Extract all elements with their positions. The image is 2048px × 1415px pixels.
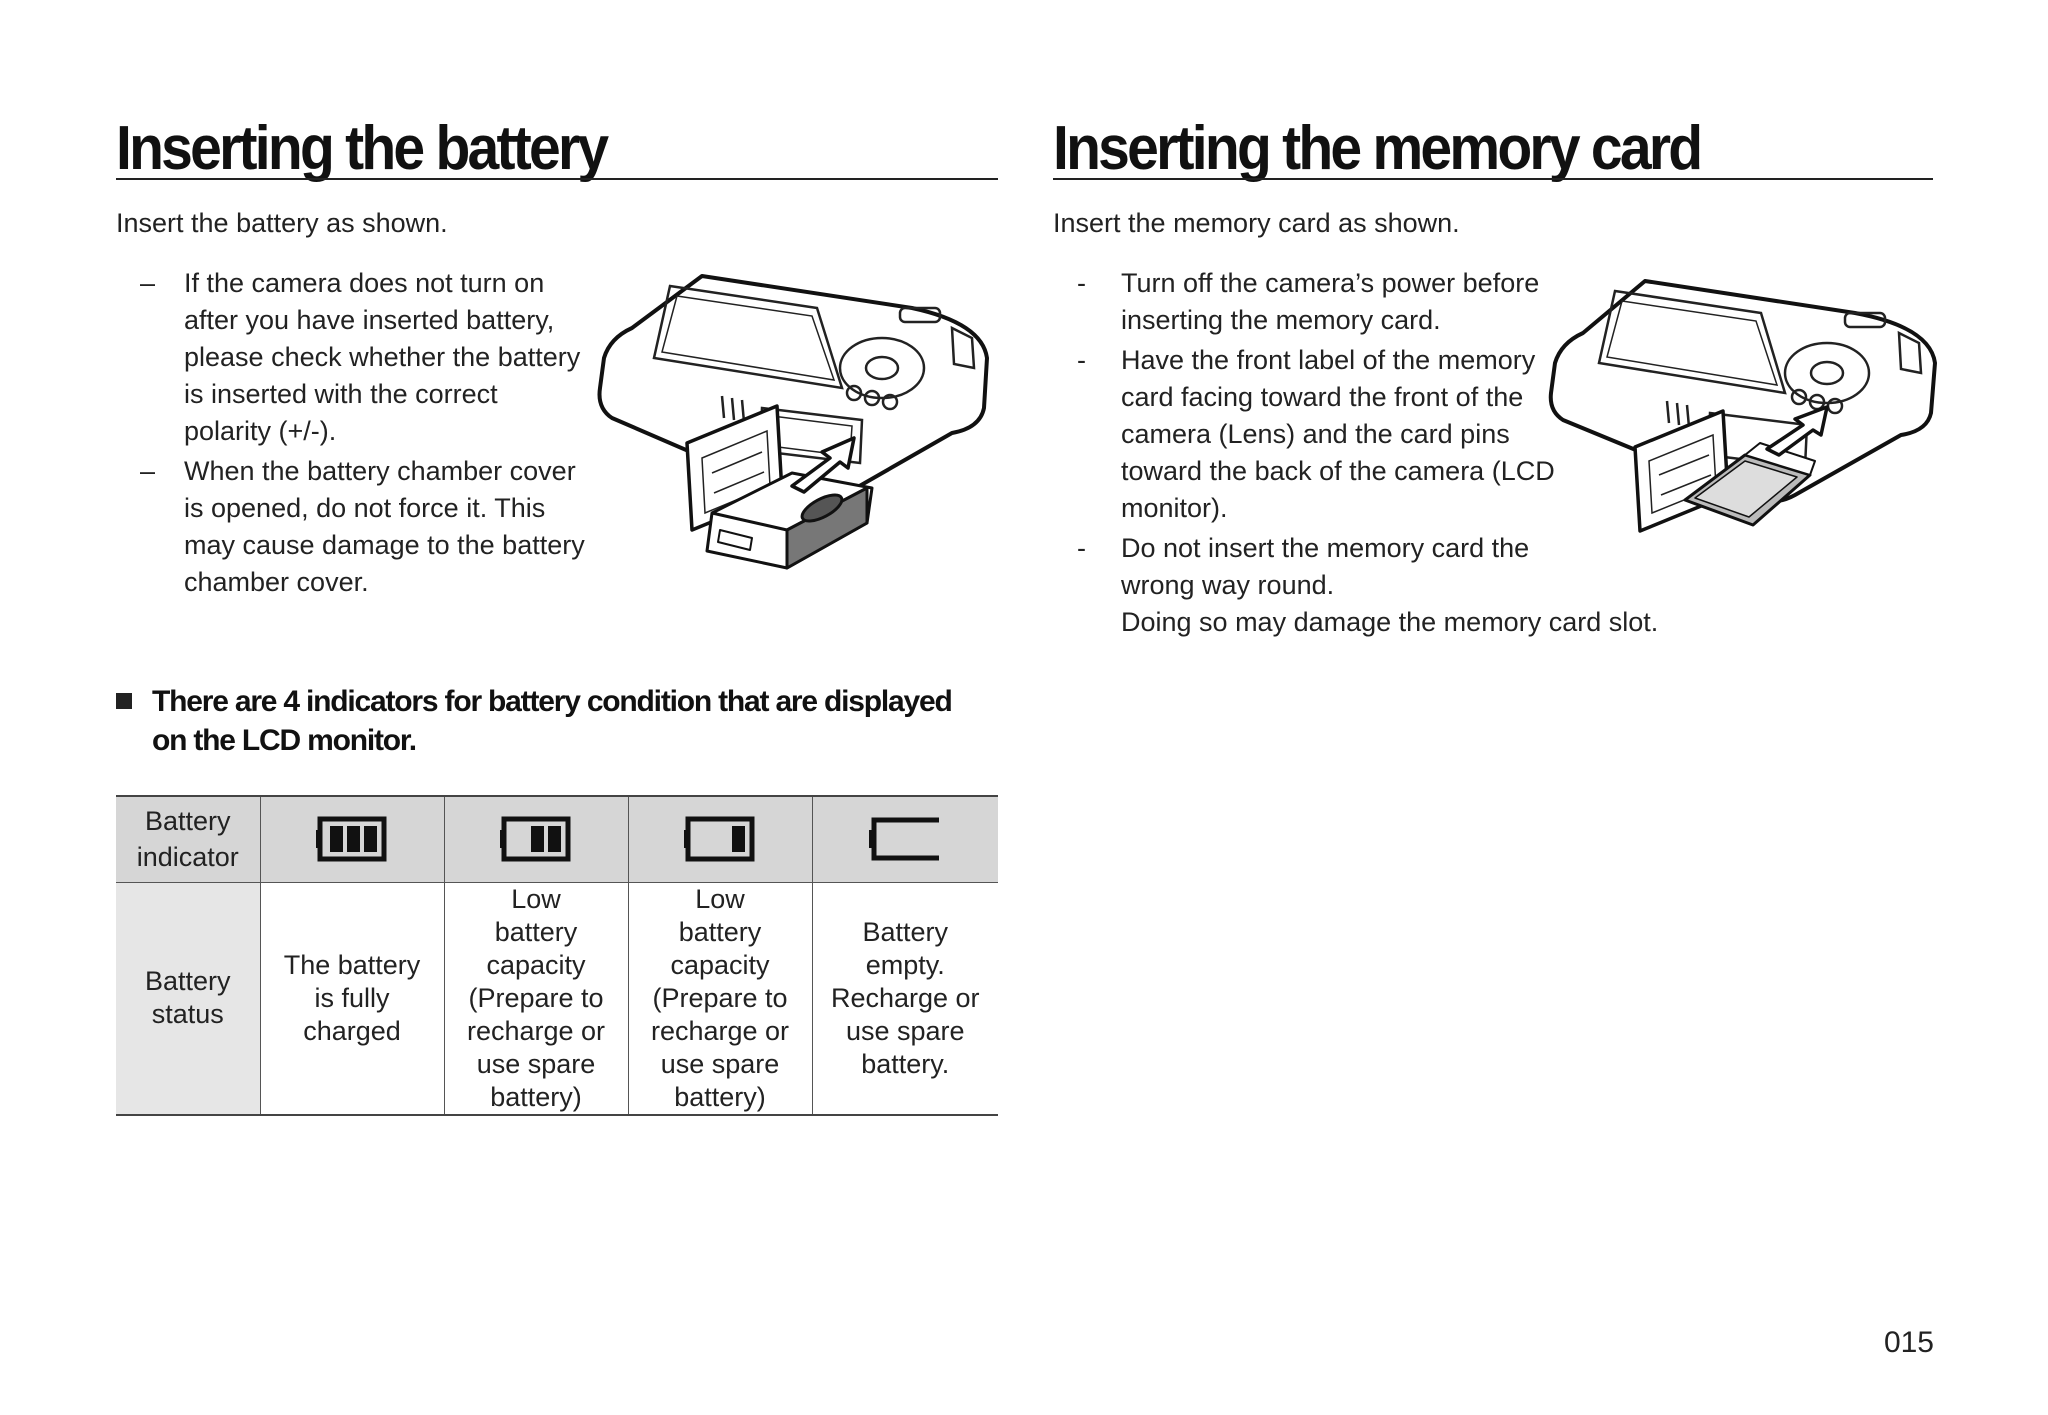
table-cell [811,795,998,883]
battery-one-bar-icon [684,816,755,862]
memory-card-bullet-item: - Turn off the camera’s power before ins… [1053,265,1573,339]
battery-bullet-item: – If the camera does not turn on after y… [116,265,586,450]
battery-indicator-header: Battery indicator [116,795,260,883]
bullet-dash: - [1077,345,1086,375]
bullet-dash: - [1077,268,1086,298]
camera-memory-card-insertion-illustration [1548,279,1937,533]
battery-bullet-text: If the camera does not turn on after you… [184,268,581,446]
memory-card-section-title: Inserting the memory card [1053,114,1703,183]
memory-card-bullet-list: - Turn off the camera’s power before ins… [1053,265,1658,644]
memory-card-bullet-extra: Doing so may damage the memory card slot… [1121,607,1659,637]
battery-status-cell: Low battery capacity (Prepare to recharg… [443,882,628,1116]
table-row-indicators: Battery indicator [116,795,998,883]
memory-card-intro: Insert the memory card as shown. [1053,208,1460,238]
battery-intro: Insert the battery as shown. [116,208,448,238]
battery-two-bars-icon [500,816,571,862]
bullet-square-icon [116,693,132,709]
battery-indicator-table: Battery indicator [116,795,998,1116]
memory-card-title-rule [1053,178,1933,180]
table-row-status: Battery status The battery is fully char… [116,882,998,1116]
table-cell [259,795,444,883]
battery-section-title: Inserting the battery [116,114,609,183]
table-cell [627,795,812,883]
table-cell [443,795,628,883]
bullet-dash: - [1077,533,1086,563]
memory-card-bullet-text: Turn off the camera’s power before inser… [1121,268,1540,335]
page-number: 015 [1883,1326,1934,1359]
battery-status-header: Battery status [116,882,260,1116]
memory-card-bullet-item: - Have the front label of the memory car… [1053,342,1573,527]
battery-indicator-note: There are 4 indicators for battery condi… [116,682,976,760]
memory-card-bullet-item: - Do not insert the memory card the wron… [1053,530,1659,641]
memory-card-bullet-text: Do not insert the memory card the wrong … [1121,533,1530,600]
battery-bullet-list: – If the camera does not turn on after y… [116,265,586,604]
battery-bullet-item: – When the battery chamber cover is open… [116,453,586,601]
battery-bullet-text: When the battery chamber cover is opened… [184,456,585,597]
battery-full-icon [316,816,387,862]
bullet-dash: – [140,268,156,298]
memory-card-bullet-text: Have the front label of the memory card … [1121,345,1555,523]
battery-status-cell: The battery is fully charged [259,882,444,1116]
battery-note-text: There are 4 indicators for battery condi… [152,685,953,757]
camera-battery-insertion-illustration [597,274,989,570]
battery-title-rule [116,178,998,180]
bullet-dash: – [140,456,156,486]
battery-status-cell: Battery empty. Recharge or use spare bat… [811,882,998,1116]
battery-status-cell: Low battery capacity (Prepare to recharg… [627,882,812,1116]
battery-empty-icon [869,817,940,861]
